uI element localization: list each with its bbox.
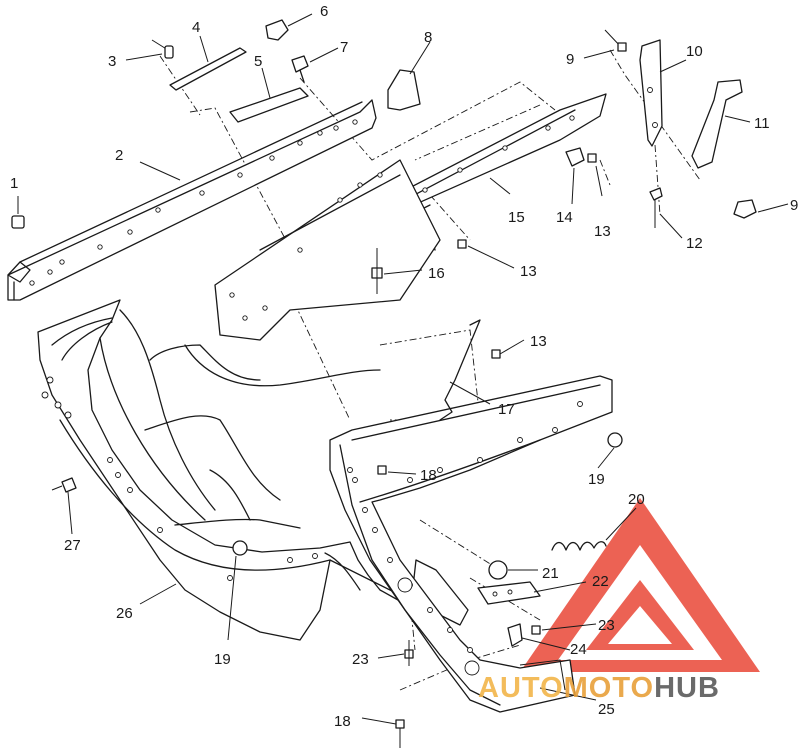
callout-26: 26 (116, 605, 133, 622)
callout-20: 20 (628, 491, 645, 508)
callout-4: 4 (192, 19, 200, 36)
callout-24: 24 (570, 641, 587, 658)
side-panel-part-25 (329, 375, 613, 713)
callout-13-mid: 13 (520, 263, 537, 280)
callout-15: 15 (508, 209, 525, 226)
callout-3: 3 (108, 53, 116, 70)
leader-lines (17, 13, 789, 725)
callout-6: 6 (320, 3, 328, 20)
callout-19-right: 19 (588, 471, 605, 488)
callout-2: 2 (115, 147, 123, 164)
callout-27: 27 (64, 537, 81, 554)
upper-beam-part-2 (7, 99, 377, 301)
callout-9-top: 9 (566, 51, 574, 68)
callout-13-low: 13 (530, 333, 547, 350)
callout-14: 14 (556, 209, 573, 226)
callout-8: 8 (424, 29, 432, 46)
support-plate (214, 159, 441, 341)
callout-17: 17 (498, 401, 515, 418)
callout-labels: 1 2 3 4 5 6 7 8 9 10 11 9 12 13 14 15 16… (10, 3, 798, 730)
callout-23-right: 23 (598, 617, 615, 634)
callout-18-bottom: 18 (334, 713, 351, 730)
callout-23-left: 23 (352, 651, 369, 668)
callout-10: 10 (686, 43, 703, 60)
callout-25: 25 (598, 701, 615, 718)
callout-12: 12 (686, 235, 703, 252)
hardware-items (11, 19, 757, 748)
callout-9-right: 9 (790, 197, 798, 214)
callout-21: 21 (542, 565, 559, 582)
callout-13-top: 13 (594, 223, 611, 240)
callout-22: 22 (592, 573, 609, 590)
callout-11: 11 (754, 115, 770, 132)
callout-1: 1 (10, 175, 18, 192)
callout-18-mid: 18 (420, 467, 437, 484)
watermark-word-auto: AUTO (478, 672, 564, 704)
callout-19-left: 19 (214, 651, 231, 668)
callout-5: 5 (254, 53, 262, 70)
watermark-logo (520, 498, 760, 672)
callout-7: 7 (340, 39, 348, 56)
watermark-word-hub: HUB (654, 672, 720, 704)
watermark-word-moto: MOTO (563, 672, 655, 704)
watermark-text: AUTOMOTOHUB (478, 672, 720, 705)
callout-16: 16 (428, 265, 445, 282)
